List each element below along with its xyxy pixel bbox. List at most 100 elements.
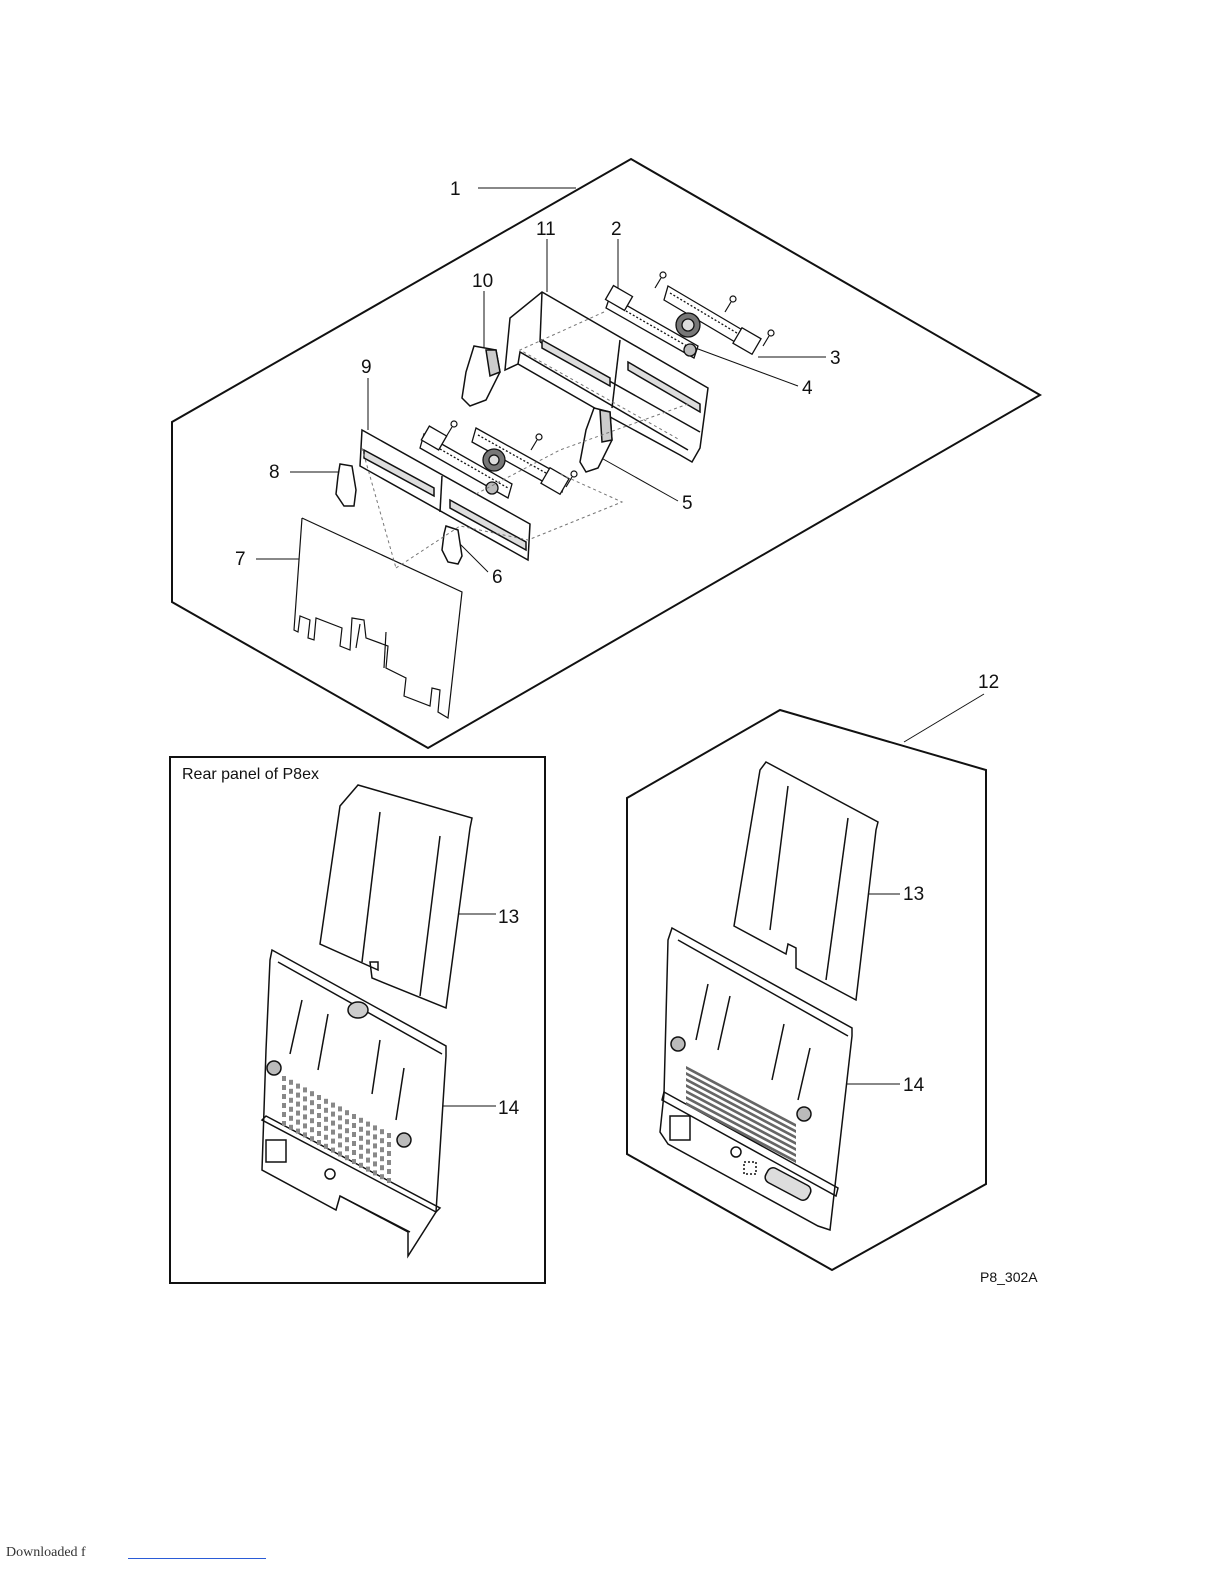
vent-hole xyxy=(317,1131,321,1136)
vent-hole xyxy=(338,1142,342,1147)
vent-hole xyxy=(289,1116,293,1121)
callout-1: 1 xyxy=(450,179,461,200)
vent-hole xyxy=(359,1127,363,1132)
vent-hole xyxy=(282,1112,286,1117)
vent-hole xyxy=(345,1137,349,1142)
vent-hole xyxy=(380,1165,384,1170)
footer-text: Downloaded f xyxy=(6,1545,86,1561)
vent-hole xyxy=(359,1145,363,1150)
vent-hole xyxy=(352,1114,356,1119)
vent-hole xyxy=(373,1143,377,1148)
vent-hole xyxy=(282,1103,286,1108)
vent-hole xyxy=(331,1130,335,1135)
callout-13: 13 xyxy=(903,884,924,905)
callout-11: 11 xyxy=(536,219,556,240)
vent-hole xyxy=(289,1089,293,1094)
callout-9: 9 xyxy=(361,357,372,378)
vent-hole xyxy=(359,1136,363,1141)
vent-hole xyxy=(331,1121,335,1126)
callout-3: 3 xyxy=(830,348,841,369)
vent-hole xyxy=(359,1154,363,1159)
vent-hole xyxy=(317,1140,321,1145)
item-13-rear-tray-p8ex xyxy=(320,785,472,1008)
vent-hole xyxy=(380,1138,384,1143)
callout-8: 8 xyxy=(269,462,280,483)
vent-hole xyxy=(296,1120,300,1125)
callout-7: 7 xyxy=(235,549,246,570)
vent-hole xyxy=(373,1161,377,1166)
vent-hole xyxy=(324,1126,328,1131)
vent-hole xyxy=(338,1133,342,1138)
vent-hole xyxy=(387,1160,391,1165)
vent-hole xyxy=(352,1141,356,1146)
vent-hole xyxy=(352,1132,356,1137)
vent-hole xyxy=(310,1127,314,1132)
vent-hole xyxy=(345,1155,349,1160)
footer-link-underline[interactable] xyxy=(128,1558,266,1559)
vent-hole xyxy=(324,1108,328,1113)
vent-hole xyxy=(338,1106,342,1111)
leader-lines-upper xyxy=(256,188,826,572)
vent-hole xyxy=(380,1156,384,1161)
vent-hole xyxy=(289,1125,293,1130)
vent-hole xyxy=(331,1112,335,1117)
inset-title: Rear panel of P8ex xyxy=(182,766,319,783)
callout-12: 12 xyxy=(978,672,999,693)
vent-hole xyxy=(380,1174,384,1179)
callout-14: 14 xyxy=(903,1075,925,1096)
vent-hole xyxy=(352,1123,356,1128)
figure-id: P8_302A xyxy=(980,1269,1038,1285)
callout-13-inset: 13 xyxy=(498,907,519,928)
callout-6: 6 xyxy=(492,567,503,588)
vent-hole xyxy=(359,1118,363,1123)
vent-hole xyxy=(338,1124,342,1129)
vent-hole xyxy=(324,1144,328,1149)
vent-hole xyxy=(303,1123,307,1128)
vent-hole xyxy=(310,1136,314,1141)
vent-hole xyxy=(387,1133,391,1138)
vent-hole xyxy=(303,1132,307,1137)
vent-hole xyxy=(338,1115,342,1120)
vent-hole xyxy=(331,1148,335,1153)
vent-hole xyxy=(331,1139,335,1144)
vent-hole xyxy=(352,1150,356,1155)
item-10-side-guide xyxy=(462,346,500,406)
vent-hole xyxy=(366,1158,370,1163)
vent-hole xyxy=(317,1113,321,1118)
vent-hole xyxy=(366,1122,370,1127)
vent-hole xyxy=(373,1134,377,1139)
vent-hole xyxy=(282,1076,286,1081)
vent-hole xyxy=(310,1091,314,1096)
vent-hole xyxy=(324,1099,328,1104)
vent-hole xyxy=(345,1146,349,1151)
callout-5: 5 xyxy=(682,493,693,514)
vent-hole xyxy=(296,1093,300,1098)
vent-hole xyxy=(282,1094,286,1099)
vent-hole xyxy=(289,1107,293,1112)
callout-14-inset: 14 xyxy=(498,1098,520,1119)
vent-hole xyxy=(345,1110,349,1115)
vent-hole xyxy=(366,1149,370,1154)
vent-hole xyxy=(303,1114,307,1119)
vent-hole xyxy=(317,1104,321,1109)
vent-hole xyxy=(366,1140,370,1145)
vent-hole xyxy=(366,1131,370,1136)
vent-hole xyxy=(310,1109,314,1114)
vent-hole xyxy=(345,1119,349,1124)
vent-hole xyxy=(359,1163,363,1168)
vent-hole xyxy=(303,1096,307,1101)
vent-hole xyxy=(303,1087,307,1092)
vent-hole xyxy=(331,1103,335,1108)
vent-hole xyxy=(282,1121,286,1126)
vent-hole xyxy=(373,1152,377,1157)
vent-hole xyxy=(310,1118,314,1123)
vent-hole xyxy=(387,1142,391,1147)
vent-hole xyxy=(373,1125,377,1130)
vent-hole xyxy=(296,1102,300,1107)
vent-hole xyxy=(303,1105,307,1110)
item-8-guide-tab xyxy=(336,464,356,506)
vent-hole xyxy=(296,1111,300,1116)
vent-hole xyxy=(317,1122,321,1127)
vent-hole xyxy=(289,1080,293,1085)
